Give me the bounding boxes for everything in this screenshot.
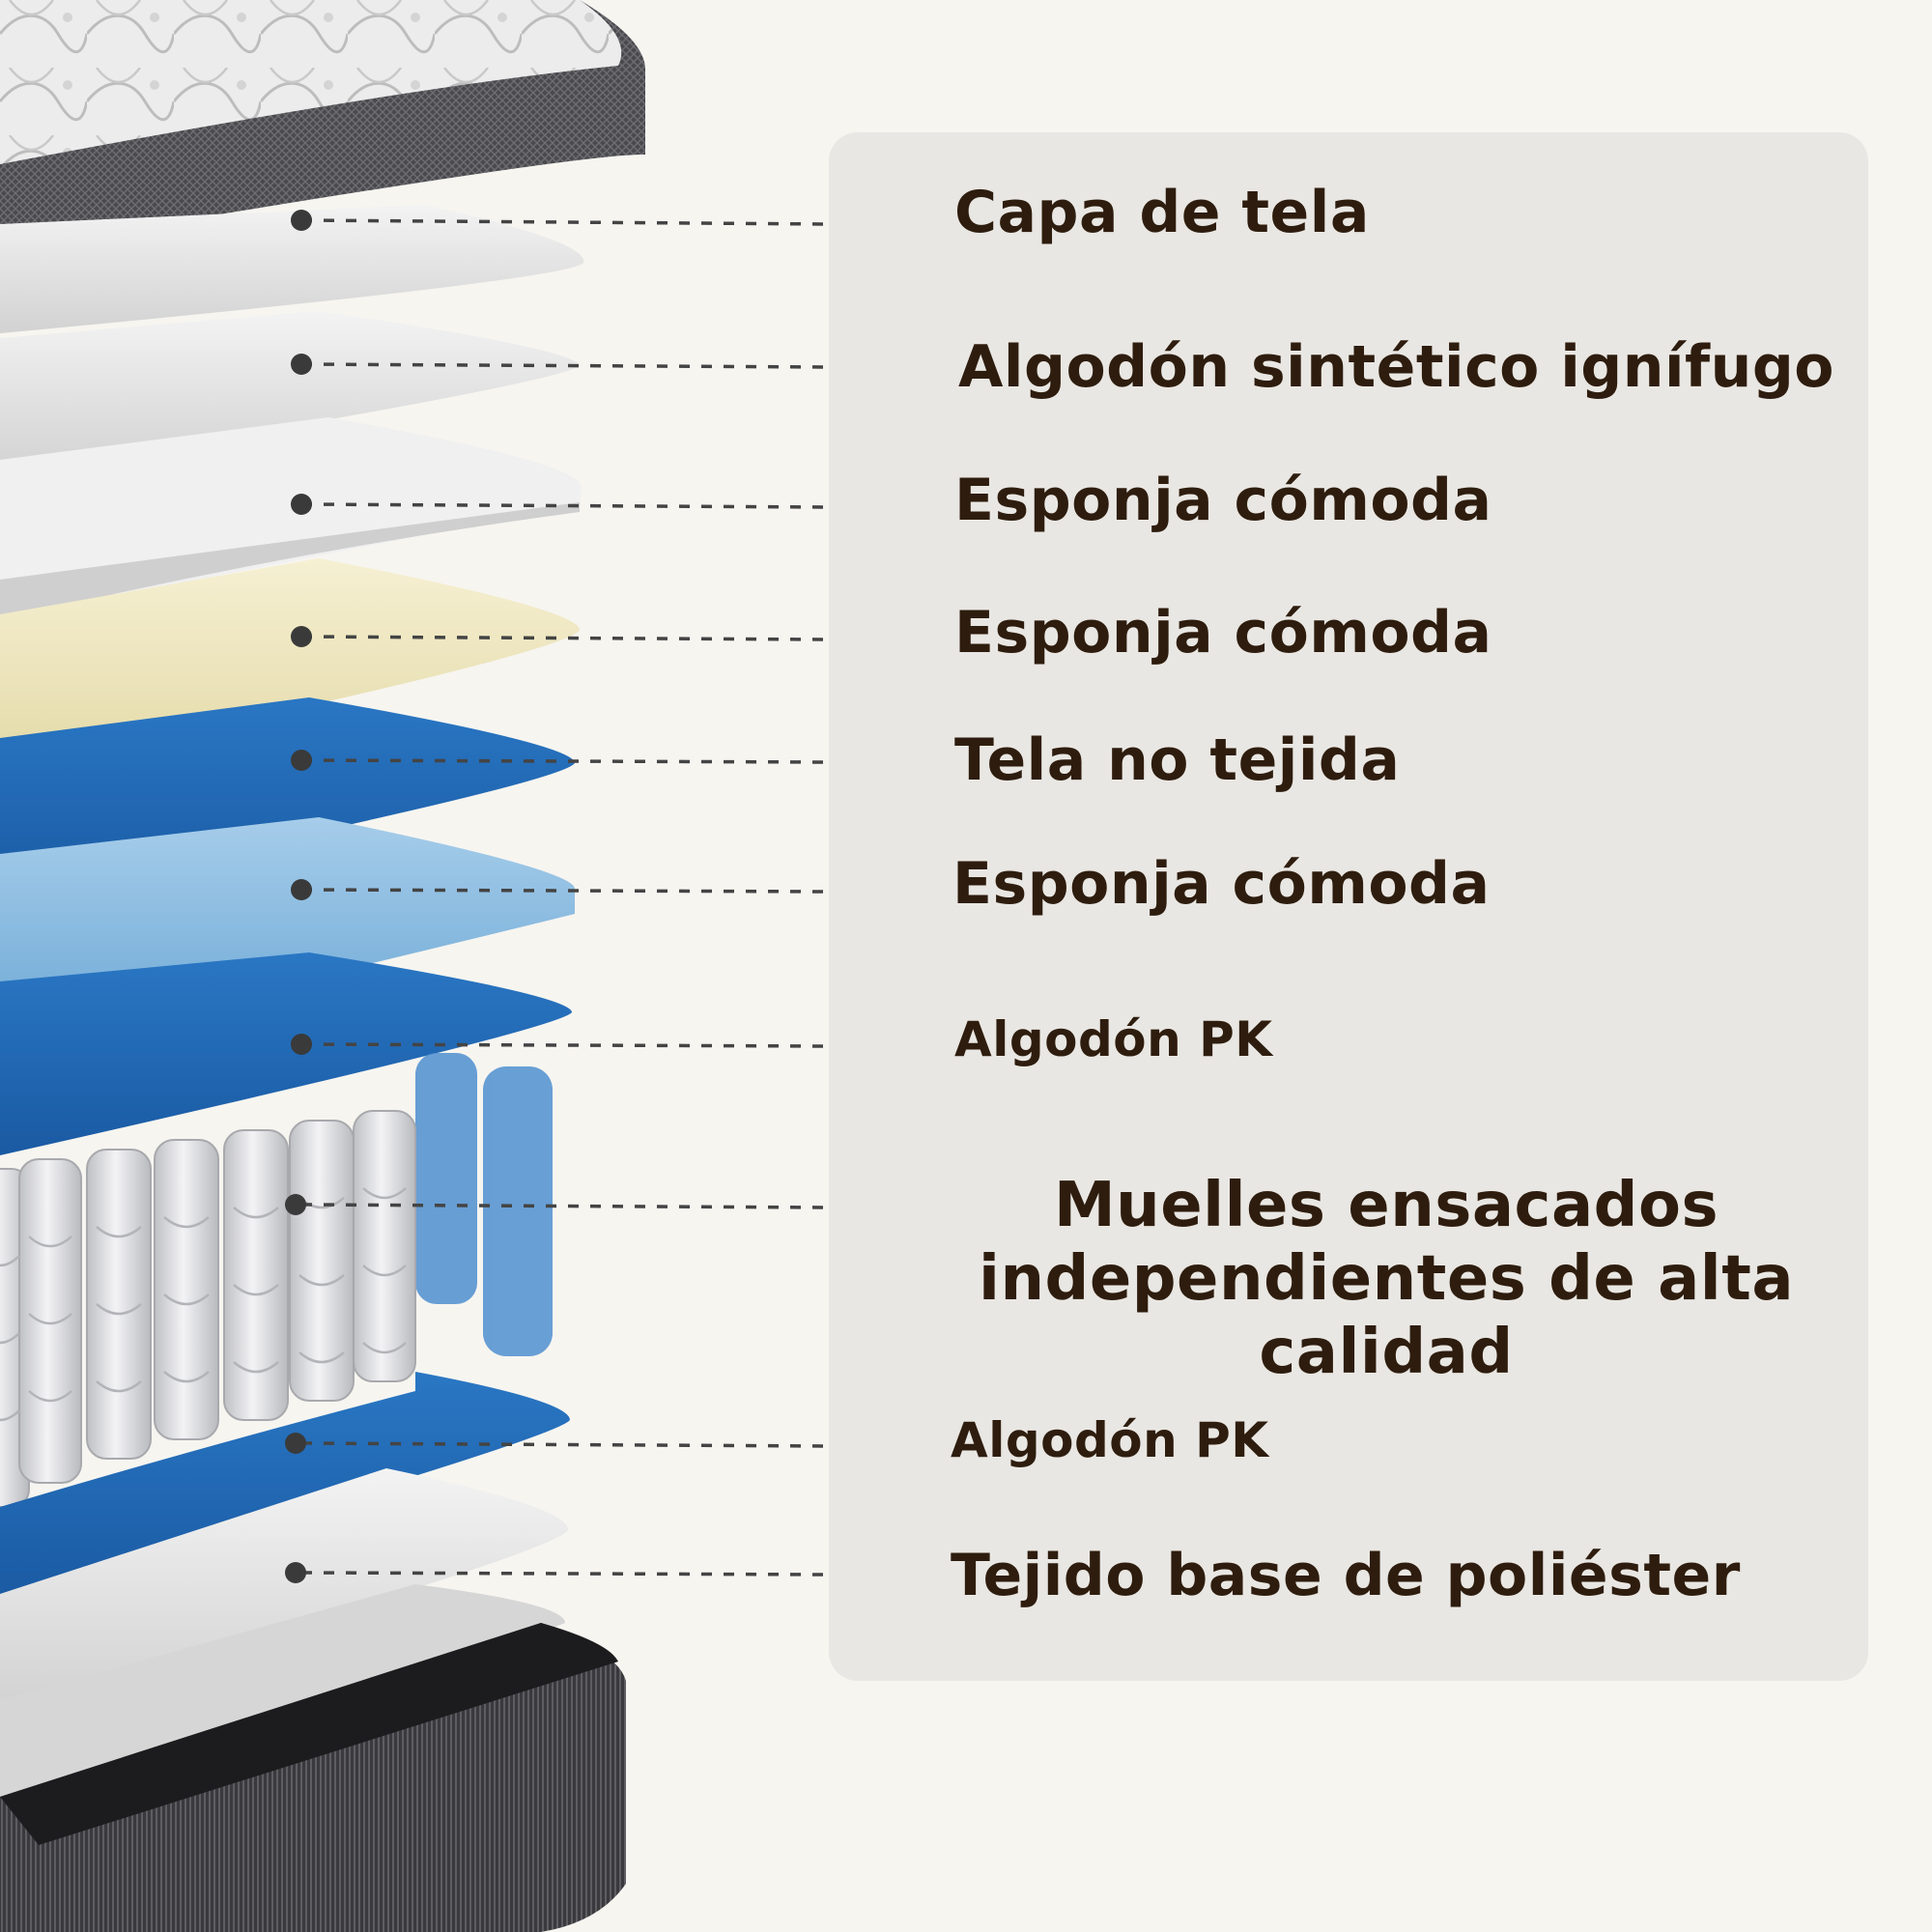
layer-label-polyester-base: Tejido base de poliéster	[951, 1542, 1741, 1609]
layer-label-non-woven: Tela no tejida	[954, 726, 1401, 794]
leader-dot-icon	[291, 879, 312, 900]
leader-dot-icon	[285, 1562, 306, 1583]
layer-label-pk-cotton-top: Algodón PK	[954, 1011, 1273, 1067]
layer-label-comfort-foam-1: Esponja cómoda	[954, 467, 1492, 534]
layer-label-comfort-foam-2: Esponja cómoda	[954, 599, 1492, 667]
pk-cotton-bottom-layer-shape	[0, 1372, 570, 1599]
layer-label-comfort-foam-3: Esponja cómoda	[952, 850, 1491, 918]
leader-dots	[285, 210, 312, 1583]
label-panel	[829, 132, 1868, 1681]
pocket-springs-illustration	[0, 1053, 553, 1508]
polyester-base-layer-shape	[0, 1468, 569, 1710]
leader-dot-icon	[291, 494, 312, 515]
top-cover-layer	[0, 0, 645, 251]
layer-label-pk-cotton-bottom: Algodón PK	[951, 1412, 1269, 1468]
leader-dot-icon	[291, 354, 312, 375]
leader-dot-icon	[291, 626, 312, 647]
leader-dot-icon	[291, 210, 312, 231]
fabric-layer-shape	[0, 205, 584, 333]
layer-label-fabric: Capa de tela	[954, 179, 1370, 246]
fireproof-cotton-layer-shape	[0, 311, 580, 475]
leader-dot-icon	[291, 750, 312, 771]
pk-cotton-top-layer-shape	[0, 952, 572, 1155]
leader-dot-icon	[285, 1433, 306, 1454]
leader-dot-icon	[285, 1194, 306, 1215]
layer-label-pocket-springs: Muelles ensacados independientes de alta…	[979, 1170, 1794, 1388]
bottom-base-layer	[0, 1623, 626, 1932]
leader-dot-icon	[291, 1034, 312, 1055]
layer-label-fireproof-cotton: Algodón sintético ignífugo	[958, 333, 1835, 401]
